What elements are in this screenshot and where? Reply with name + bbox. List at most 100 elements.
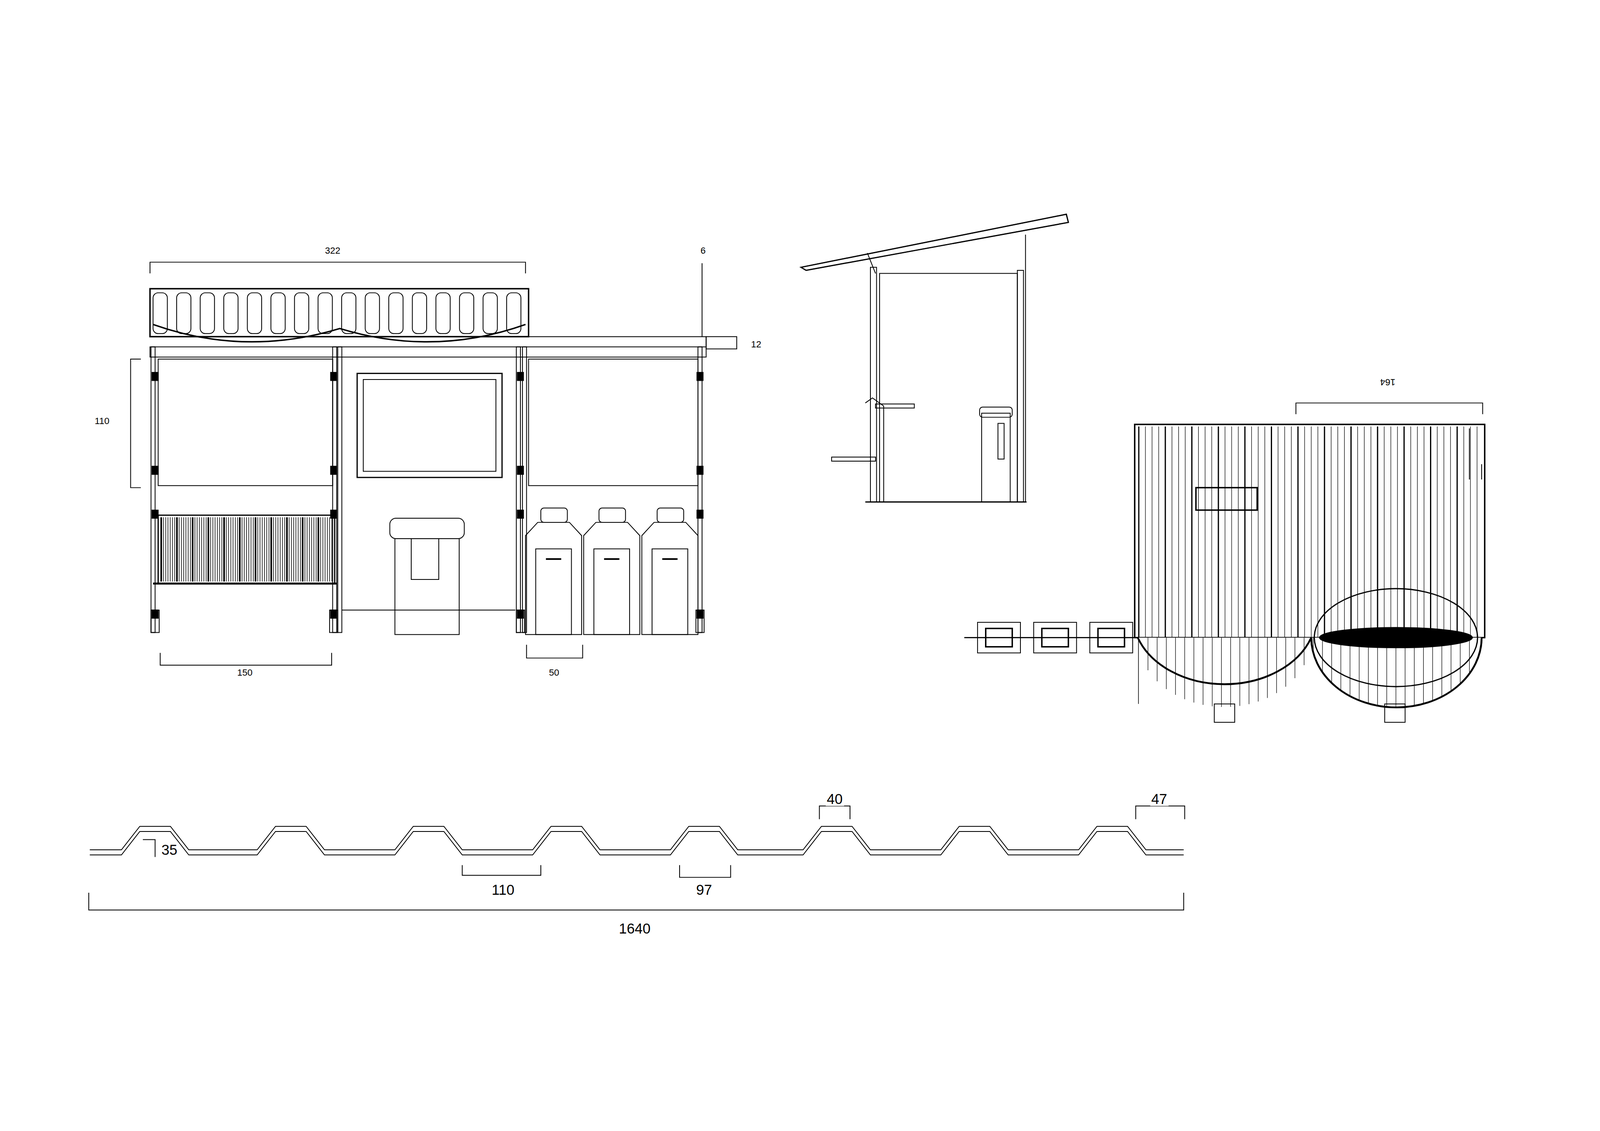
bench-slat: [196, 517, 198, 582]
plan-post: [1214, 704, 1235, 723]
bench-slat: [311, 517, 312, 582]
bench-slat: [325, 517, 326, 582]
roof-tube: [482, 292, 498, 334]
roof-tube: [388, 292, 403, 334]
foot: [150, 610, 160, 633]
roof: [150, 288, 529, 337]
plan-rib: [1441, 637, 1443, 697]
bench: [158, 515, 335, 584]
bench-slat: [194, 517, 195, 582]
bracket: [517, 610, 524, 619]
bracket-group: [516, 372, 525, 633]
bench-slat: [280, 517, 281, 582]
bench-slat: [309, 517, 310, 582]
bin-door: [535, 549, 572, 635]
plan-rib: [1294, 637, 1295, 679]
bench-slat: [187, 517, 189, 582]
roof-tube: [365, 292, 380, 334]
roof-tube: [270, 292, 285, 334]
side-bench: [831, 397, 915, 503]
bench-slat: [181, 517, 182, 582]
bench-slat: [288, 517, 290, 582]
bracket: [517, 372, 524, 381]
glass-panel: [528, 359, 699, 486]
plan-rib: [1202, 637, 1204, 705]
bench-slat: [259, 517, 260, 582]
dimension-label: 110: [93, 416, 111, 426]
screen: [357, 373, 503, 478]
dimension-line: [819, 806, 850, 820]
plan-rib: [1331, 637, 1332, 683]
bench-slat: [284, 517, 285, 582]
bench-slat: [219, 517, 220, 582]
bin-top: [657, 508, 684, 523]
bench-slat: [228, 517, 229, 582]
screen: [363, 379, 496, 472]
roof-tube: [317, 292, 333, 334]
plan-screen: [1195, 487, 1258, 511]
bench-slat: [212, 517, 213, 582]
bench-slat: [266, 517, 267, 582]
roof-tube: [247, 292, 262, 334]
bracket: [152, 372, 159, 381]
dimension-label: 1640: [617, 921, 652, 936]
plan-rib: [1450, 637, 1452, 691]
bracket: [330, 610, 337, 619]
bench-slat: [257, 517, 258, 582]
bench-slat: [235, 517, 236, 582]
plan-bench: [1314, 588, 1478, 687]
plan-rib: [1230, 637, 1231, 708]
bin: [395, 538, 460, 635]
bench-slat: [176, 517, 178, 582]
dimension-label: 50: [547, 668, 560, 678]
bench-slat: [160, 517, 163, 582]
beam: [150, 347, 707, 358]
bench-slat: [329, 517, 330, 582]
bin-body: [641, 522, 698, 635]
dimension-line: [526, 645, 583, 659]
sheet-profile: [90, 831, 1184, 855]
bench-slat: [190, 517, 191, 582]
dimension-label: 110: [490, 882, 516, 897]
dimension-line: [142, 840, 155, 858]
roof-tube: [459, 292, 474, 334]
side-roof: [800, 214, 1069, 271]
bench-slat: [306, 517, 308, 582]
roof-tube: [294, 292, 309, 334]
bin-door: [652, 549, 688, 635]
plan-rib: [1460, 637, 1461, 683]
bracket: [330, 466, 337, 475]
bench-slat: [313, 517, 315, 582]
bench-slat: [201, 517, 202, 582]
bench-slat: [163, 517, 164, 582]
bench-slat: [304, 517, 305, 582]
plan-rib: [1175, 637, 1176, 695]
side-bin-top: [979, 407, 1013, 418]
side-bin: [981, 413, 1011, 503]
bracket: [330, 372, 337, 381]
roof-tube: [200, 292, 215, 334]
dimension-line: [1135, 806, 1185, 820]
plan-mask: [1138, 637, 1482, 710]
bench-slat: [268, 517, 270, 582]
bench-rail: [152, 582, 337, 585]
plan-rib: [1340, 637, 1341, 691]
dimension-label: 150: [236, 668, 254, 678]
sheet-profile: [90, 826, 1184, 850]
bracket: [697, 510, 704, 519]
bench-slat: [165, 517, 166, 582]
bracket: [330, 510, 337, 519]
roof-tube: [506, 292, 521, 334]
post: [332, 347, 337, 633]
bin-slot: [545, 558, 562, 560]
plan-rib: [1239, 637, 1240, 707]
bench-slat: [170, 517, 171, 582]
plan-rib: [1193, 637, 1195, 703]
bin-door: [593, 549, 630, 635]
dimension-line: [150, 262, 526, 274]
bench-slat: [248, 517, 249, 582]
dimension-label: 97: [695, 882, 713, 897]
plan-rib: [1166, 637, 1167, 690]
bench-slat: [320, 517, 321, 582]
